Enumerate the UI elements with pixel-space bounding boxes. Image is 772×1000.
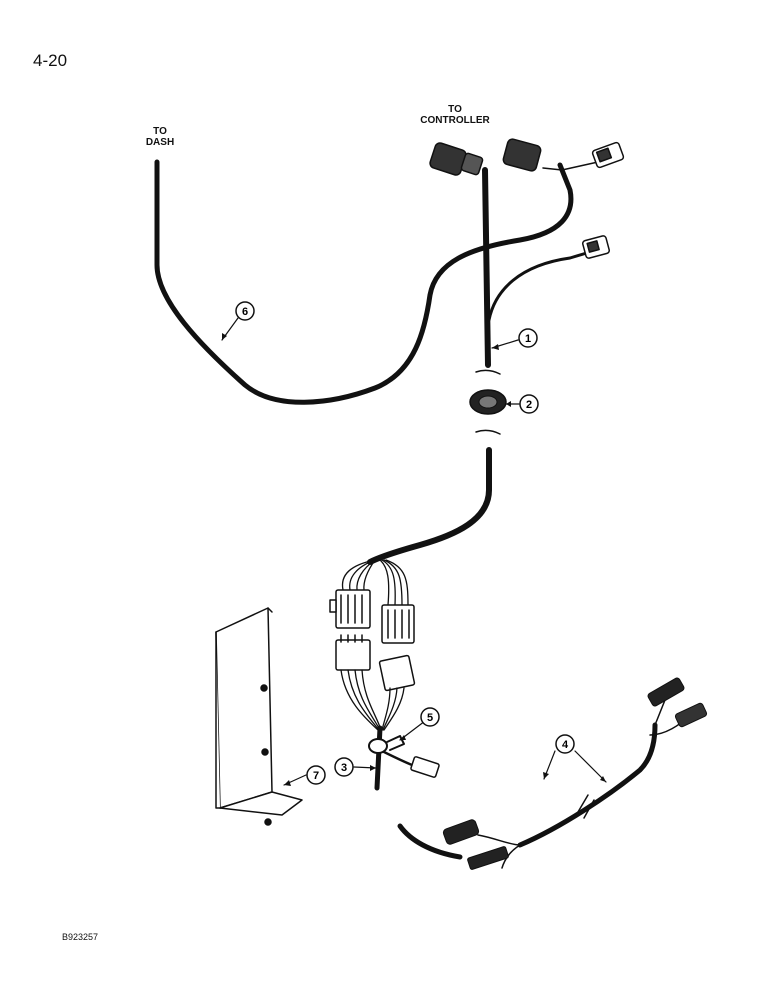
callout-6: 6 (235, 301, 255, 321)
clip-5 (368, 735, 405, 754)
callout-1-number: 1 (525, 333, 531, 345)
callout-4-number: 4 (562, 739, 569, 751)
callout-6-number: 6 (242, 306, 248, 318)
harness-1-branch (487, 250, 592, 322)
grommet-2 (469, 389, 507, 415)
harness-4-connector-a (647, 677, 685, 707)
cable-break-lower (475, 429, 501, 435)
harness-3-branch (378, 748, 414, 767)
leader-arrowheads (222, 333, 606, 786)
harness-1-lower-cable (367, 447, 492, 565)
connector-upper-right (381, 604, 415, 644)
callout-4: 4 (555, 734, 575, 754)
merge-wires (340, 669, 405, 731)
harness-3-cable (374, 725, 383, 791)
callout-2: 2 (519, 394, 539, 414)
connector-upper-left (329, 589, 371, 629)
controller-connector-right (502, 138, 542, 172)
callout-3: 3 (334, 757, 354, 777)
to-controller-label-line2: CONTROLLER (420, 115, 490, 126)
callout-5-number: 5 (427, 712, 433, 724)
to-dash-label-line1: TO (153, 126, 167, 137)
connector-lower-right (378, 654, 416, 692)
to-dash-label: TO DASH (128, 126, 192, 148)
harness-6-to-dash (154, 159, 574, 405)
small-plug-mid-right (582, 235, 610, 259)
document-code: B923257 (62, 932, 99, 942)
to-dash-label-line2: DASH (145, 137, 175, 148)
callout-7-number: 7 (313, 770, 319, 782)
callout-1: 1 (518, 328, 538, 348)
callout-7: 7 (306, 765, 326, 785)
harness-4-cable (517, 722, 658, 848)
leader-lines (221, 317, 607, 786)
fanout-wires (341, 559, 409, 606)
callout-5: 5 (420, 707, 440, 727)
page-number: 4-20 (33, 51, 68, 70)
bracket-7 (215, 607, 303, 826)
branch-connector (410, 756, 440, 778)
harness-4-break (577, 794, 595, 819)
harness-1-thin-lead (542, 161, 599, 171)
callout-2-number: 2 (526, 399, 532, 411)
cable-break-upper (475, 369, 501, 375)
harness-4-connector-c (442, 819, 480, 845)
to-controller-label: TO CONTROLLER (395, 104, 515, 126)
small-plug-top-right (591, 141, 625, 169)
harness-4-lower-leads (477, 834, 521, 869)
controller-connector-left (429, 142, 484, 176)
connector-lower-left (335, 634, 371, 671)
callout-3-number: 3 (341, 762, 347, 774)
harness-4-connector-b (674, 702, 708, 728)
cable-end-curve (397, 823, 463, 860)
harness-1-main-cable (482, 167, 491, 368)
harness-4-connector-d (467, 846, 509, 870)
to-controller-label-line1: TO (448, 104, 462, 115)
